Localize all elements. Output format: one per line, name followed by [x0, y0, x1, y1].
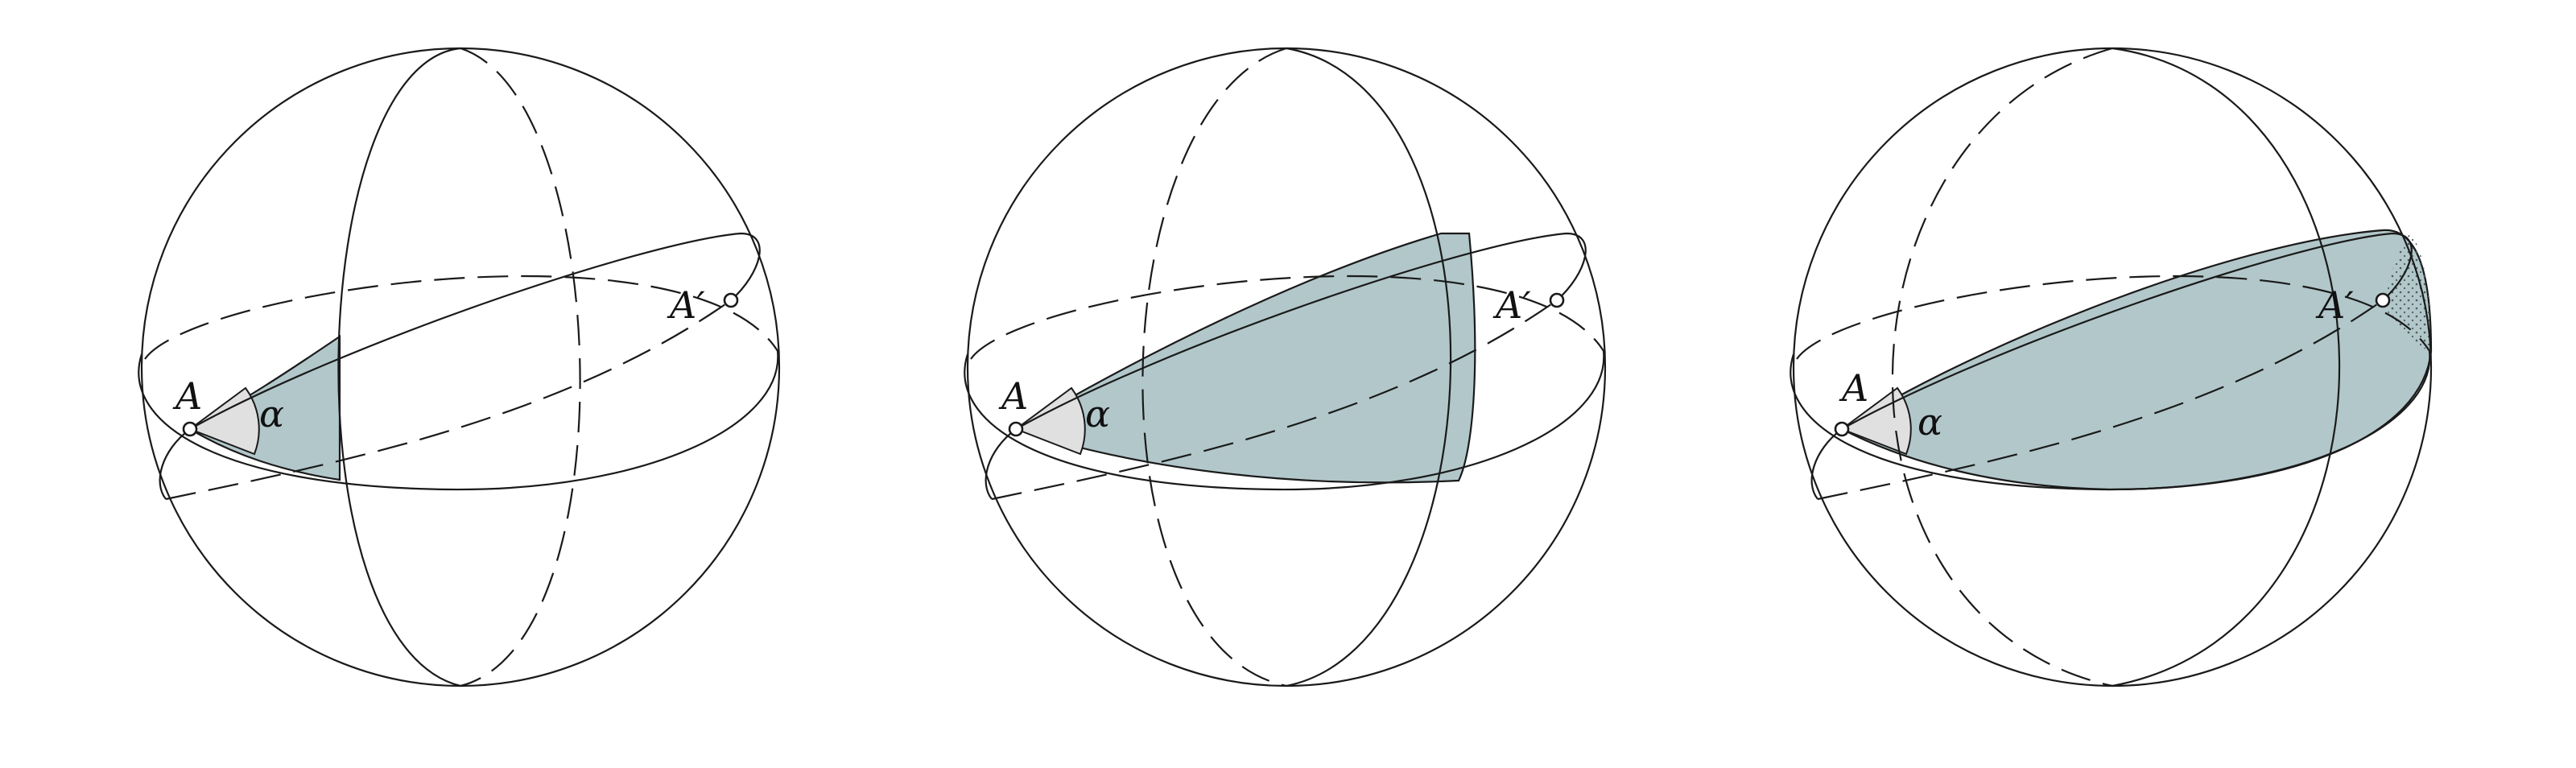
equator-back: [970, 275, 1604, 360]
point-a-prime-label: A′: [1492, 283, 1531, 327]
point-a-label: A: [998, 374, 1028, 418]
point-a-prime: [723, 292, 739, 308]
equator-back: [1796, 275, 2430, 360]
tilted-circle-lower: [985, 428, 1017, 500]
lune-region: [1839, 229, 2433, 491]
meridian-front: [1286, 47, 1452, 687]
angle-alpha-label: α: [1085, 392, 1110, 436]
tilted-circle-lower: [159, 428, 191, 500]
sphere-panel-1: A A′ α: [138, 47, 781, 687]
point-a-prime: [1549, 292, 1565, 308]
equator-front: [964, 350, 1605, 491]
sphere-panel-3: A A′ α: [1790, 47, 2433, 687]
meridian-back: [460, 47, 581, 687]
meridian-front: [337, 47, 461, 687]
tilted-circle-front: [1015, 232, 1587, 430]
equator-front: [138, 350, 779, 491]
meridian-back: [1141, 47, 1287, 687]
sphere-outline: [140, 47, 781, 687]
point-a-label: A: [1839, 366, 1868, 410]
point-a-prime-label: A′: [2315, 283, 2354, 327]
tilted-circle-front: [189, 232, 761, 430]
meridian-front: [2112, 47, 2341, 687]
point-a: [1834, 421, 1850, 437]
equator-back: [144, 275, 778, 360]
meridian-back: [1891, 47, 2113, 687]
point-a-label: A: [172, 374, 202, 418]
sphere-panel-2: A A′ α: [964, 47, 1607, 687]
stippled-sliver: [2383, 233, 2431, 351]
angle-wedge: [188, 386, 260, 456]
point-a-prime: [2375, 292, 2391, 308]
angle-wedge: [1013, 386, 1086, 456]
point-a-prime-label: A′: [667, 283, 705, 327]
point-a: [182, 421, 198, 437]
point-a: [1008, 421, 1024, 437]
tilted-circle-lower: [1810, 428, 1843, 500]
angle-alpha-label: α: [1918, 400, 1942, 444]
tilted-circle-front: [1841, 232, 2413, 430]
lune-region: [1013, 232, 1476, 484]
angle-alpha-label: α: [259, 392, 284, 436]
equator-front: [1790, 350, 2431, 491]
